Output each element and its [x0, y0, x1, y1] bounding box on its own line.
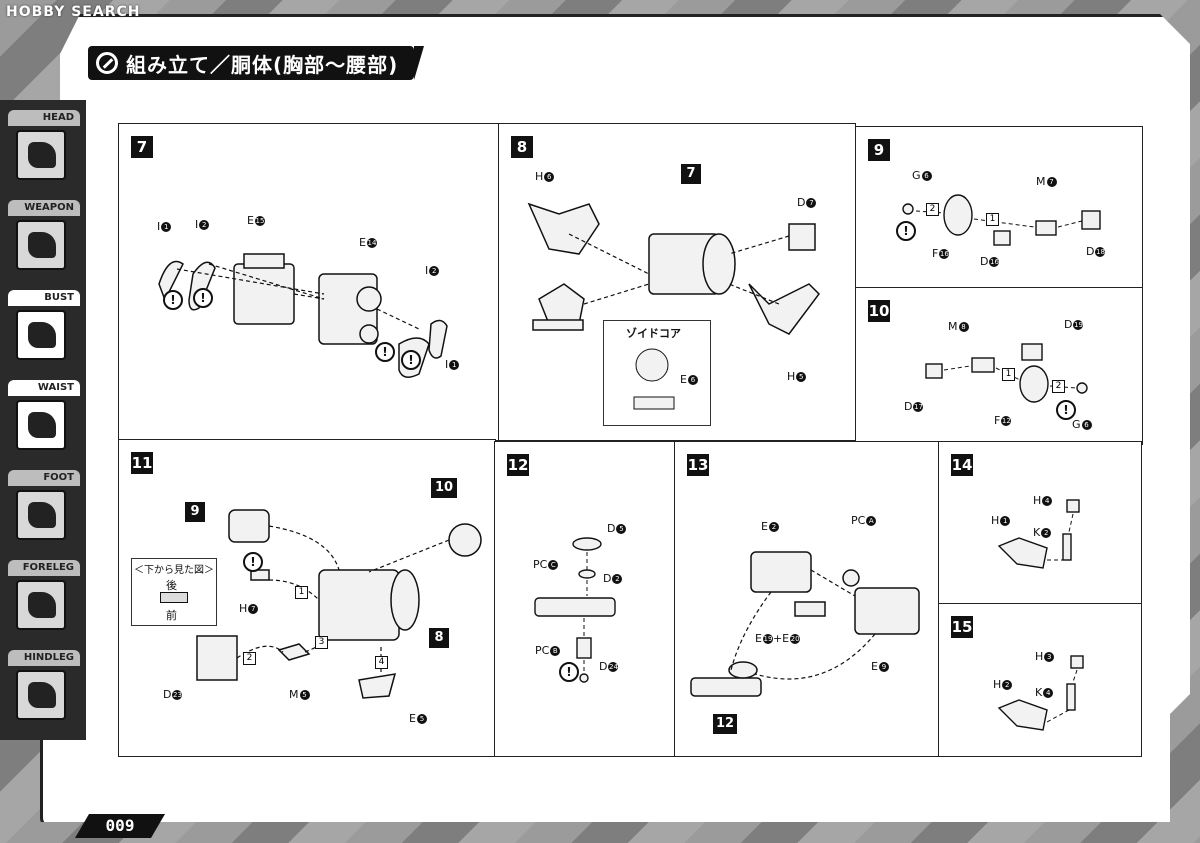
sidebar-tab-head[interactable]: HEAD — [8, 110, 80, 186]
step-number: 15 — [951, 616, 973, 638]
step-8-illustration — [527, 202, 820, 335]
hindleg-icon — [16, 670, 66, 720]
step-number: 8 — [511, 136, 533, 158]
step-number: 7 — [131, 136, 153, 158]
bottom-view-inset: ＜下から見た図＞ 後 前 — [131, 558, 217, 626]
sidebar-tab-foreleg[interactable]: FORELEG — [8, 560, 80, 636]
step-15-illustration — [997, 655, 1084, 731]
step-10-illustration — [925, 343, 1088, 403]
bust-icon — [16, 310, 66, 360]
page-number: 009 — [75, 814, 165, 838]
weapon-icon — [16, 220, 66, 270]
step-number: 10 — [868, 300, 890, 322]
warning-icon: ! — [401, 350, 421, 370]
sidebar-tab-hindleg[interactable]: HINDLEG — [8, 650, 80, 726]
step-number: 13 — [687, 454, 709, 476]
sidebar-tab-weapon[interactable]: WEAPON — [8, 200, 80, 276]
step-12-illustration — [534, 537, 616, 683]
step-11-illustration — [196, 509, 482, 699]
sidebar-tab-foot[interactable]: FOOT — [8, 470, 80, 546]
step-14-illustration — [997, 499, 1080, 569]
warning-icon: ! — [1056, 400, 1076, 420]
warning-icon: ! — [375, 342, 395, 362]
foot-icon — [16, 490, 66, 540]
head-icon — [16, 130, 66, 180]
warning-icon: ! — [896, 221, 916, 241]
section-title-bar: 組み立て／胴体(胸部～腰部) — [88, 46, 424, 80]
step-number: 11 — [131, 452, 153, 474]
foreleg-icon — [16, 580, 66, 630]
step-13-illustration — [690, 551, 920, 697]
step-9-illustration — [902, 194, 1101, 246]
warning-icon: ! — [193, 288, 213, 308]
step-number: 12 — [507, 454, 529, 476]
wrench-icon — [96, 52, 118, 74]
watermark: HOBBY SEARCH — [6, 4, 141, 20]
warning-icon: ! — [243, 552, 263, 572]
ref-step-7: 7 — [681, 164, 701, 184]
sidebar-tab-waist[interactable]: WAIST — [8, 380, 80, 456]
waist-icon — [16, 400, 66, 450]
step-7-illustration — [158, 253, 448, 378]
page-title: 組み立て／胴体(胸部～腰部) — [126, 52, 399, 77]
warning-icon: ! — [163, 290, 183, 310]
warning-icon: ! — [559, 662, 579, 682]
sidebar-tab-bust[interactable]: BUST — [8, 290, 80, 366]
step-number: 14 — [951, 454, 973, 476]
step-number: 9 — [868, 139, 890, 161]
